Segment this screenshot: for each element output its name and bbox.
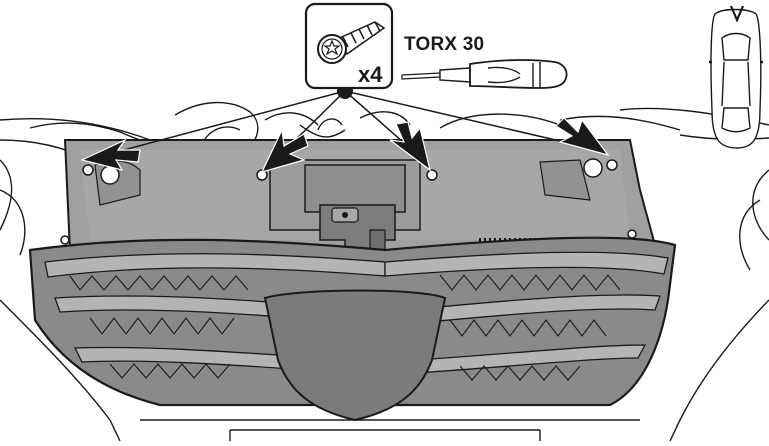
car-top-view-icon [709,5,763,149]
screw-quantity-label: x4 [358,62,383,87]
screwdriver-icon [401,59,568,89]
screw-callout-box [304,2,394,90]
grille-lattice [69,274,621,381]
badge-shield [263,289,447,422]
engine-bay-linework [0,101,769,442]
tool-label: TORX 30 [404,34,485,55]
direction-arrow-icon [80,117,610,173]
front-grille [28,236,677,422]
screw-icon [317,21,386,64]
